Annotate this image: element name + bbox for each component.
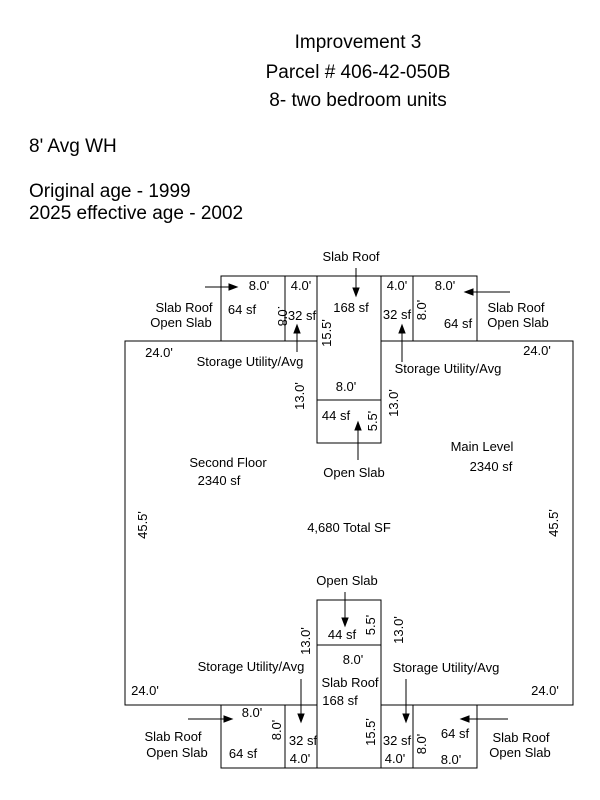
top-left-storage-label: Storage Utility/Avg bbox=[197, 354, 304, 369]
bottom-left-width-dim: 8.0' bbox=[242, 705, 263, 720]
bottom-right-storage-width-dim: 4.0' bbox=[385, 751, 406, 766]
main-level-area: 2340 sf bbox=[470, 459, 513, 474]
top-open-slab-label: Open Slab bbox=[323, 465, 384, 480]
top-right-area: 64 sf bbox=[444, 316, 473, 331]
top-right-outer-width-dim: 24.0' bbox=[523, 343, 551, 358]
top-left-open-slab-label: Open Slab bbox=[150, 315, 211, 330]
bottom-center-area: 168 sf bbox=[322, 693, 358, 708]
top-open-slab-area: 44 sf bbox=[322, 408, 351, 423]
bottom-right-width-dim: 8.0' bbox=[441, 752, 462, 767]
top-slab-roof-label: Slab Roof bbox=[322, 249, 379, 264]
bottom-right-storage-area: 32 sf bbox=[383, 733, 412, 748]
second-floor-label: Second Floor bbox=[189, 455, 267, 470]
bottom-left-depth-dim: 8.0' bbox=[269, 720, 284, 741]
diagram-title: Improvement 3 bbox=[294, 32, 422, 53]
bottom-right-outer-width-dim: 24.0' bbox=[531, 683, 559, 698]
annotation-arrows bbox=[188, 268, 510, 724]
top-right-storage-width-dim: 4.0' bbox=[387, 278, 408, 293]
bottom-left-storage-width-dim: 4.0' bbox=[290, 751, 311, 766]
bottom-right-depth-dim: 8.0' bbox=[414, 734, 429, 755]
top-left-slab-roof-label: Slab Roof bbox=[155, 300, 212, 315]
top-open-slab-depth-dim: 5.5' bbox=[365, 411, 380, 432]
top-right-storage-label: Storage Utility/Avg bbox=[395, 361, 502, 376]
original-age-note: Original age - 1999 bbox=[29, 181, 191, 202]
right-depth-dim: 45.5' bbox=[546, 509, 561, 537]
bottom-open-slab-area: 44 sf bbox=[328, 627, 357, 642]
bottom-right-storage-label: Storage Utility/Avg bbox=[393, 660, 500, 675]
top-notch-width-dim: 8.0' bbox=[336, 379, 357, 394]
top-center-area: 168 sf bbox=[333, 300, 369, 315]
bottom-open-slab-depth-dim: 5.5' bbox=[363, 615, 378, 636]
bottom-slab-roof-label: Slab Roof bbox=[321, 675, 378, 690]
top-left-storage-area: 32 sf bbox=[288, 308, 317, 323]
top-left-area: 64 sf bbox=[228, 302, 257, 317]
bottom-notch-width-dim: 8.0' bbox=[343, 652, 364, 667]
bottom-left-storage-area: 32 sf bbox=[289, 733, 318, 748]
bottom-right-open-slab-label: Open Slab bbox=[489, 745, 550, 760]
effective-age-note: 2025 effective age - 2002 bbox=[29, 203, 244, 224]
bottom-left-storage-label: Storage Utility/Avg bbox=[198, 659, 305, 674]
bottom-right-slab-roof-open-slab bbox=[412, 704, 478, 769]
top-right-slab-roof-label: Slab Roof bbox=[487, 300, 544, 315]
top-right-depth-dim: 8.0' bbox=[414, 300, 429, 321]
bottom-open-slab-label: Open Slab bbox=[316, 573, 377, 588]
parcel-number: Parcel # 406-42-050B bbox=[265, 62, 451, 83]
top-left-outer-width-dim: 24.0' bbox=[145, 345, 173, 360]
bottom-left-outer-width-dim: 24.0' bbox=[131, 683, 159, 698]
top-center-depth-dim: 15.5' bbox=[319, 319, 334, 347]
top-right-width-dim: 8.0' bbox=[435, 278, 456, 293]
top-left-depth-dim: .0'8 bbox=[275, 306, 290, 327]
bottom-center-depth-dim: 15.5' bbox=[363, 718, 378, 746]
top-notch-right-depth-dim: 13.0' bbox=[386, 389, 401, 417]
left-depth-dim: 45.5' bbox=[135, 511, 150, 539]
top-right-storage-area: 32 sf bbox=[383, 307, 412, 322]
top-right-slab-roof-open-slab bbox=[412, 275, 478, 342]
bottom-left-area: 64 sf bbox=[229, 746, 258, 761]
total-area: 4,680 Total SF bbox=[307, 520, 391, 535]
bottom-notch-left-depth-dim: 13.0' bbox=[298, 627, 313, 655]
top-left-width-dim: 8.0' bbox=[249, 278, 270, 293]
unit-description: 8- two bedroom units bbox=[269, 90, 447, 111]
bottom-left-open-slab-label: Open Slab bbox=[146, 745, 207, 760]
top-right-open-slab-label: Open Slab bbox=[487, 315, 548, 330]
bottom-right-area: 64 sf bbox=[441, 726, 470, 741]
top-left-storage-width-dim: 4.0' bbox=[291, 278, 312, 293]
wall-height-note: 8' Avg WH bbox=[29, 136, 117, 157]
second-floor-area: 2340 sf bbox=[198, 473, 241, 488]
top-notch-left-depth-dim: 13.0' bbox=[292, 382, 307, 410]
bottom-notch-right-depth-dim: 13.0' bbox=[391, 616, 406, 644]
main-level-label: Main Level bbox=[451, 439, 514, 454]
bottom-right-slab-roof-label: Slab Roof bbox=[492, 730, 549, 745]
bottom-left-slab-roof-label: Slab Roof bbox=[144, 729, 201, 744]
